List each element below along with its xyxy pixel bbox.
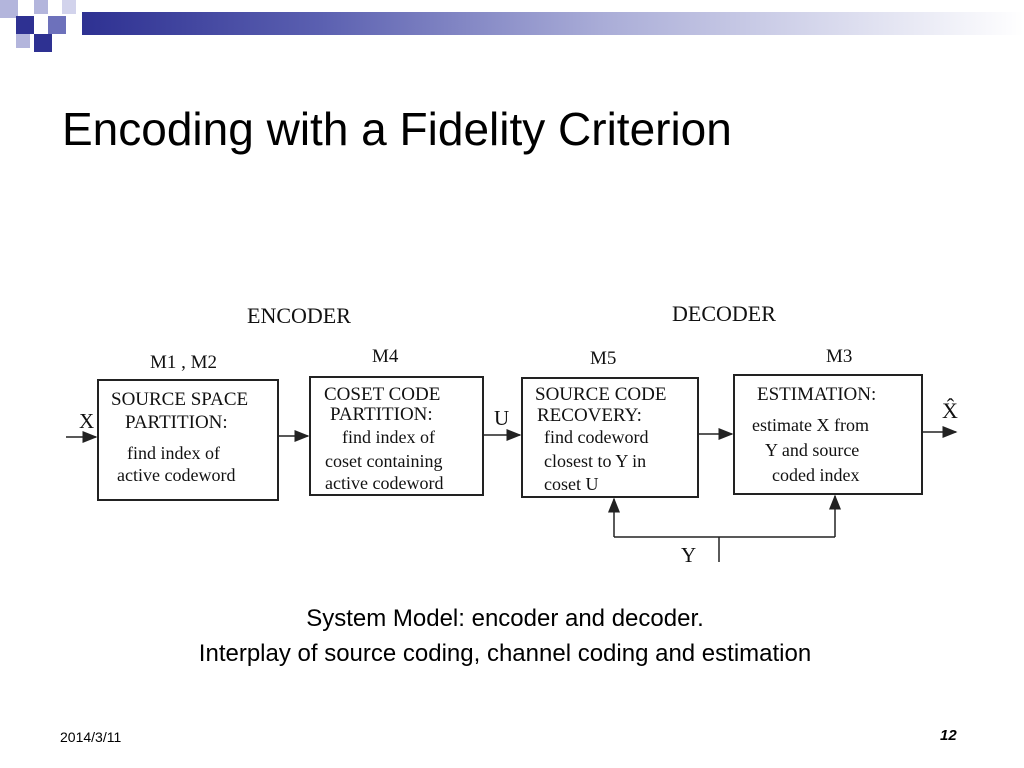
source-space-partition-block: M1 , M2 SOURCE SPACE PARTITION: find ind… — [97, 352, 279, 501]
deco-square — [34, 34, 52, 52]
system-model-diagram: ENCODER DECODER M1 , M2 SOURCE SPACE PAR… — [66, 301, 958, 567]
block-heading: SOURCE CODE — [535, 384, 666, 405]
deco-square — [0, 0, 18, 18]
block-body: find codeword — [544, 427, 648, 447]
block-tag: M4 — [372, 346, 399, 367]
block-tag: M3 — [826, 346, 852, 367]
block-body: coset containing — [325, 451, 442, 471]
block-frame — [733, 374, 923, 495]
footer-date: 2014/3/11 — [60, 729, 122, 745]
block-body: find index of — [342, 427, 435, 447]
block-body: coded index — [772, 465, 859, 485]
block-frame — [97, 379, 279, 501]
coset-code-partition-block: M4 COSET CODE PARTITION: find index of c… — [309, 346, 484, 496]
caption-line-1: System Model: encoder and decoder. — [306, 605, 704, 632]
side-info-label: Y — [681, 543, 696, 567]
block-heading: COSET CODE — [324, 384, 440, 405]
source-code-recovery-block: M5 SOURCE CODE RECOVERY: find codeword c… — [521, 348, 699, 498]
block-frame — [309, 376, 484, 496]
block-heading: SOURCE SPACE — [111, 389, 248, 410]
deco-square — [62, 0, 76, 14]
block-body: estimate X from — [752, 415, 869, 435]
block-heading: RECOVERY: — [537, 405, 642, 426]
slide-title: Encoding with a Fidelity Criterion — [62, 103, 732, 155]
header-gradient-bar — [82, 12, 1024, 35]
block-frame — [521, 377, 699, 498]
page-number: 12 — [940, 727, 957, 744]
decoder-section-label: DECODER — [672, 301, 776, 326]
input-signal-label: X — [79, 409, 94, 433]
deco-square — [48, 16, 66, 34]
block-body: active codeword — [325, 473, 443, 493]
block-body: Y and source — [765, 440, 859, 460]
deco-square — [34, 0, 48, 14]
output-signal-label: X̂ — [942, 398, 958, 423]
block-body: closest to Y in — [544, 451, 646, 471]
block-body: active codeword — [117, 465, 235, 485]
deco-square — [16, 16, 34, 34]
caption-line-2: Interplay of source coding, channel codi… — [198, 640, 812, 667]
deco-square — [16, 34, 30, 48]
block-body: find index of — [127, 443, 220, 463]
block-body: coset U — [544, 474, 598, 494]
intermediate-signal-label: U — [494, 406, 509, 430]
corner-decoration — [0, 0, 76, 52]
block-heading: ESTIMATION: — [757, 384, 876, 405]
block-tag: M1 , M2 — [150, 352, 217, 373]
block-heading: PARTITION: — [125, 412, 228, 433]
block-heading: PARTITION: — [330, 404, 433, 425]
encoder-section-label: ENCODER — [247, 303, 351, 328]
block-tag: M5 — [590, 348, 616, 369]
estimation-block: M3 ESTIMATION: estimate X from Y and sou… — [733, 346, 923, 495]
